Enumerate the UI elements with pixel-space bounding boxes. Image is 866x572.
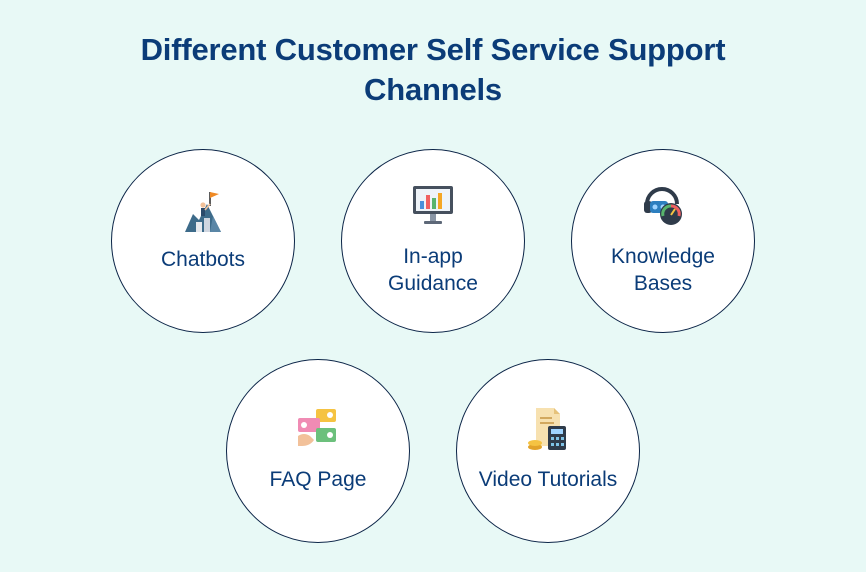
page-title: Different Customer Self Service Support … (140, 32, 726, 107)
channel-label: FAQ Page (269, 468, 367, 491)
hand-chat-bubbles-icon (298, 409, 336, 446)
channel-faq-page: FAQ Page (226, 359, 410, 543)
channel-video-tutorials: Video Tutorials (456, 359, 640, 543)
invoice-calculator-coins-icon (528, 408, 566, 450)
mountain-flag-climber-icon (185, 192, 221, 232)
channel-label: Knowledge Bases (611, 245, 715, 295)
channel-label: Video Tutorials (478, 468, 618, 491)
monitor-bar-chart-icon (413, 186, 453, 224)
channel-label: In-app Guidance (388, 245, 478, 295)
channel-in-app-guidance: In-app Guidance (341, 149, 525, 333)
channel-knowledge-bases: Knowledge Bases (571, 149, 755, 333)
headset-speedometer-icon (644, 187, 682, 225)
channel-chatbots: Chatbots (111, 149, 295, 333)
channel-label: Chatbots (160, 248, 246, 271)
